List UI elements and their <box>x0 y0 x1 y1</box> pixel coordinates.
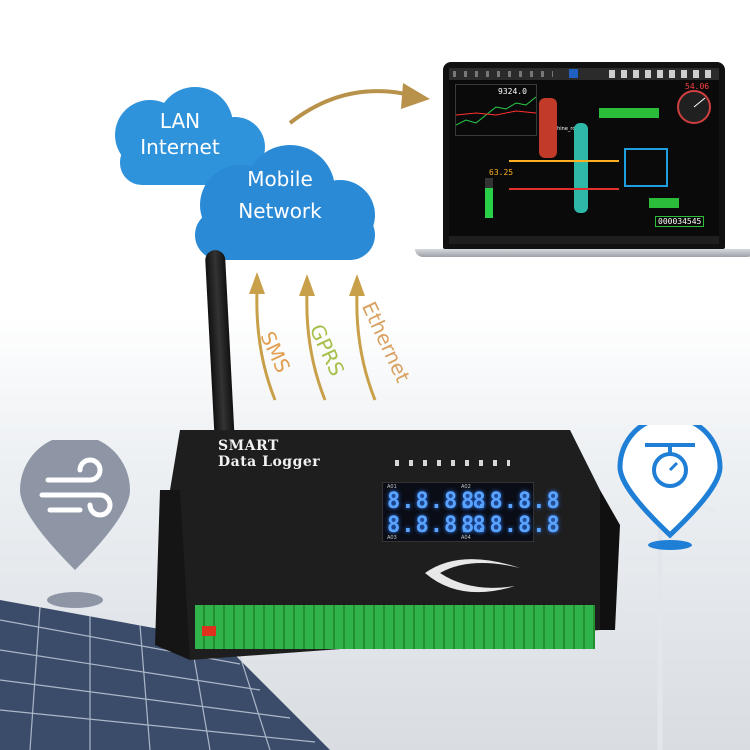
laptop-base <box>415 249 750 257</box>
toolbar-active-tab <box>569 69 578 78</box>
display-panel: A01 A02 8.8.8.8 8.8.8.8 8.8.8.8 8.8.8.8 … <box>382 482 560 542</box>
pipe-yellow <box>509 160 619 162</box>
display-a03: 8.8.8.8 <box>387 513 487 538</box>
flow-meter-icon <box>617 425 723 550</box>
machine-room-label: Machine_room <box>547 126 584 132</box>
heat-exchanger <box>574 123 588 213</box>
display-a02: 8.8.8.8 <box>461 489 561 514</box>
channel-arrows <box>249 272 377 401</box>
brand-line2: Data Logger <box>218 454 321 470</box>
reactor-vessel <box>539 98 557 158</box>
trend-panel: 9324.0 <box>455 84 537 136</box>
laptop-screen: 9324.0 Machine_room 63.25 54.06 00003454… <box>449 68 719 244</box>
status-bar <box>449 236 719 244</box>
lan-internet-text: LAN Internet <box>140 109 220 159</box>
level-bar <box>485 178 493 218</box>
brand-line1: SMART <box>218 438 279 454</box>
gauge-value: 54.06 <box>685 82 710 91</box>
counter-value: 000034545 <box>655 216 705 227</box>
scada-toolbar <box>449 68 719 80</box>
lan-cloud <box>115 87 265 185</box>
level-value: 63.25 <box>489 168 514 177</box>
power-terminal <box>202 626 216 636</box>
display-label-a03: A03 <box>387 535 397 541</box>
wind-icon <box>20 440 130 608</box>
display-label-a02: A02 <box>461 484 471 490</box>
mobile-network-text: Mobile Network <box>238 167 322 223</box>
status-leds <box>395 460 510 466</box>
display-a04: 8.8.8.8 <box>461 513 561 538</box>
tank <box>624 148 668 187</box>
brand-logo <box>425 559 520 593</box>
display-label-a01: A01 <box>387 484 397 490</box>
antenna-icon <box>204 249 236 451</box>
pipe-green <box>599 108 659 118</box>
display-label-a04: A04 <box>461 535 471 541</box>
pipe-red <box>509 188 619 190</box>
display-a01: 8.8.8.8 <box>387 489 487 514</box>
pipe-green-bottom <box>649 198 679 208</box>
level-fill <box>485 188 493 218</box>
laptop: 9324.0 Machine_room 63.25 54.06 00003454… <box>415 62 750 267</box>
toolbar-tabs <box>453 71 553 77</box>
mobile-network-cloud <box>195 145 375 260</box>
gauge-dial <box>677 90 711 124</box>
data-logger: SMART Data Logger A01 A02 8.8.8.8 8.8.8.… <box>150 430 620 680</box>
terminal-blocks <box>195 605 595 649</box>
cloud-to-laptop-arrow <box>288 83 430 125</box>
trend-value: 9324.0 <box>498 87 527 96</box>
toolbar-icons <box>609 70 714 78</box>
